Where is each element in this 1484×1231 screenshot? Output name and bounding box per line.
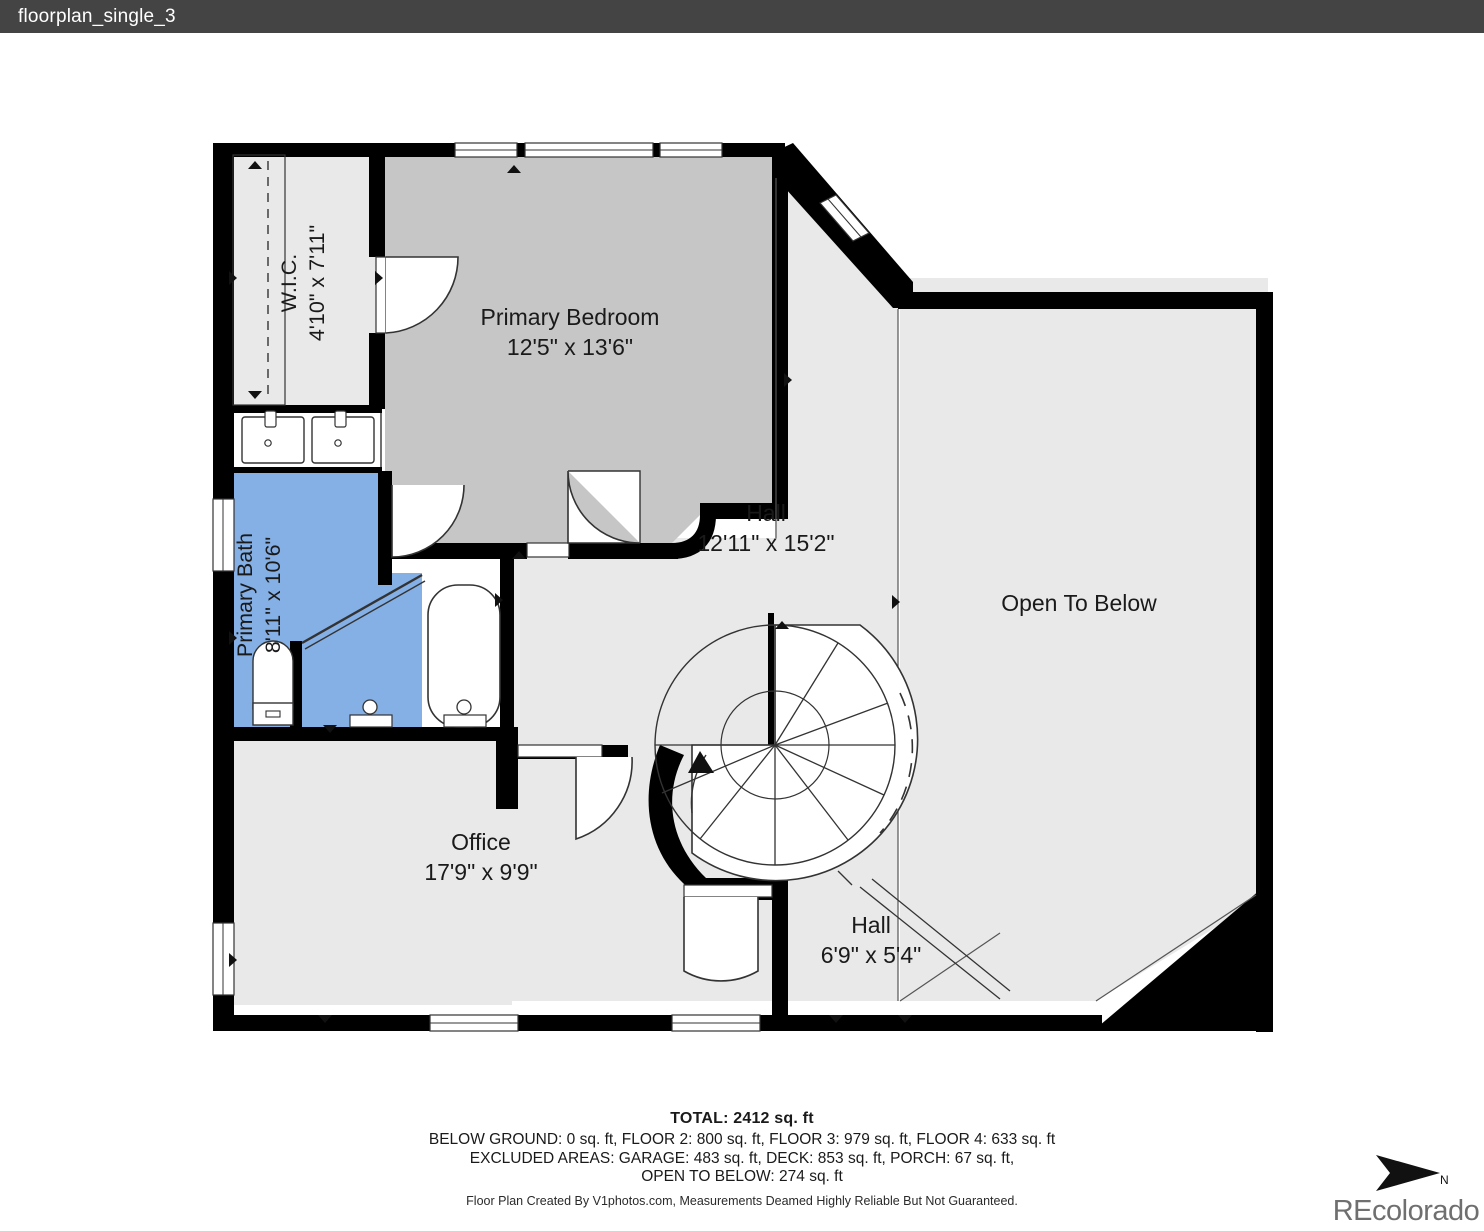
window-bottom-1 [429, 1014, 519, 1032]
wall-stair-nub [768, 613, 774, 748]
wall-stair-down [772, 878, 788, 1031]
door-hall-lower [683, 884, 773, 982]
wall-bottom-outer-2 [772, 1015, 1102, 1031]
wall-right-outer [1256, 292, 1273, 1032]
room-label-office: Office 17'9" x 9'9" [424, 829, 537, 885]
room-fill-bath-diag [296, 573, 420, 723]
spiral-staircase[interactable] [654, 624, 1011, 1000]
north-label: N [1440, 1173, 1449, 1187]
wall-vanity-bottom [222, 467, 382, 473]
window-bottom-2 [671, 1014, 761, 1032]
summary-breakdown: BELOW GROUND: 0 sq. ft, FLOOR 2: 800 sq.… [428, 1131, 1056, 1148]
stair-treads [655, 625, 895, 865]
wall-bath-bottom [222, 727, 516, 741]
door-wic [375, 256, 459, 334]
windows [212, 142, 870, 1032]
wall-wic-right [369, 155, 385, 257]
room-label-primary-bedroom-name: Primary Bedroom [481, 304, 660, 330]
room-label-hall-lower-dimensions: 6'9" x 5'4" [821, 942, 922, 968]
room-label-office-dimensions: 17'9" x 9'9" [424, 859, 537, 885]
room-label-hall-lower: Hall 6'9" x 5'4" [821, 912, 922, 968]
room-label-hall-lower-name: Hall [851, 912, 891, 938]
stair-railing [837, 870, 1011, 1000]
wall-stair-curve [648, 745, 788, 900]
summary-excluded-line1: EXCLUDED AREAS: GARAGE: 483 sq. ft, DECK… [469, 1150, 1015, 1167]
room-fill-office [222, 733, 512, 1005]
room-labels: W.I.C. 4'10" x 7'11" Primary Bath 8'11" … [233, 225, 1157, 968]
window-left-office [212, 922, 235, 996]
room-label-primary-bath-dimensions: 8'11" x 10'6" [261, 537, 285, 653]
room-fill-open-to-below [900, 278, 1268, 1001]
window-title-bar: floorplan_single_3 [0, 0, 1484, 33]
outline-hall-low [899, 932, 1001, 1002]
room-fill-primary-bedroom [385, 155, 772, 543]
wall-top-right [898, 292, 1270, 309]
room-label-primary-bedroom-dimensions: 12'5" x 13'6" [507, 334, 633, 360]
floorplan-drawing: W.I.C. 4'10" x 7'11" Primary Bath 8'11" … [212, 142, 1273, 1032]
shower-fixture [349, 699, 393, 728]
room-label-primary-bath-name: Primary Bath [233, 533, 257, 657]
wall-bedroom-corner-join [700, 503, 788, 519]
window-top-1 [454, 142, 518, 158]
sink-left [241, 410, 305, 464]
door-bath-sliding [301, 573, 426, 650]
room-label-hall-upper: Hall 12'11" x 15'2" [697, 500, 834, 556]
stair-arc-dashed [879, 692, 914, 834]
room-label-hall-upper-name: Hall [746, 500, 786, 526]
wall-bath-right-2 [378, 555, 392, 585]
stair-direction-arrow [688, 751, 714, 814]
outline-open-right [1095, 894, 1257, 1002]
window-title-text: floorplan_single_3 [18, 6, 176, 27]
doors [301, 256, 773, 982]
wall-bath-right [378, 471, 392, 555]
sink-right [311, 410, 375, 464]
room-label-office-name: Office [451, 829, 511, 855]
interior-outlines [775, 178, 1257, 1002]
wall-corner-triangle [1093, 879, 1273, 1031]
door-office [517, 744, 633, 841]
summary-disclaimer: Floor Plan Created By V1photos.com, Meas… [466, 1194, 1018, 1208]
window-top-2 [524, 142, 654, 158]
window-diagonal-ne [819, 194, 870, 242]
room-label-wic: W.I.C. 4'10" x 7'11" [277, 225, 329, 341]
wall-bedroom-right [772, 157, 788, 517]
direction-markers [229, 161, 912, 1023]
stair-outline [691, 624, 919, 882]
door-primary-bath [391, 484, 465, 558]
wall-wic-right-2 [369, 333, 385, 409]
room-label-primary-bath: Primary Bath 8'11" x 10'6" [233, 533, 285, 657]
wall-office-right-2 [504, 743, 518, 809]
window-top-3 [659, 142, 723, 158]
wall-left-outer [213, 143, 234, 1029]
wall-bedroom-bottom-2 [568, 543, 678, 559]
room-label-wic-dimensions: 4'10" x 7'11" [305, 225, 329, 341]
wall-tub-right [500, 559, 514, 735]
summary-total: TOTAL: 2412 sq. ft [670, 1110, 814, 1127]
room-fill-wic [233, 155, 381, 405]
area-label-open-to-below: Open To Below [1001, 590, 1157, 616]
brand-logo: N REcolorado [1328, 1151, 1484, 1231]
room-label-primary-bedroom: Primary Bedroom 12'5" x 13'6" [481, 304, 660, 360]
toilet [252, 640, 294, 726]
north-arrow-icon [1376, 1155, 1440, 1191]
room-label-wic-name: W.I.C. [277, 254, 301, 313]
fixtures [232, 154, 501, 728]
room-label-hall-upper-dimensions: 12'11" x 15'2" [697, 530, 834, 556]
window-left-bath [212, 498, 235, 572]
summary-excluded-line2: OPEN TO BELOW: 274 sq. ft [641, 1168, 843, 1185]
floorplan-canvas: W.I.C. 4'10" x 7'11" Primary Bath 8'11" … [0, 33, 1484, 1227]
bathtub [427, 584, 501, 728]
door-bedroom-hall [526, 470, 641, 558]
wall-wic-bottom [222, 405, 382, 413]
